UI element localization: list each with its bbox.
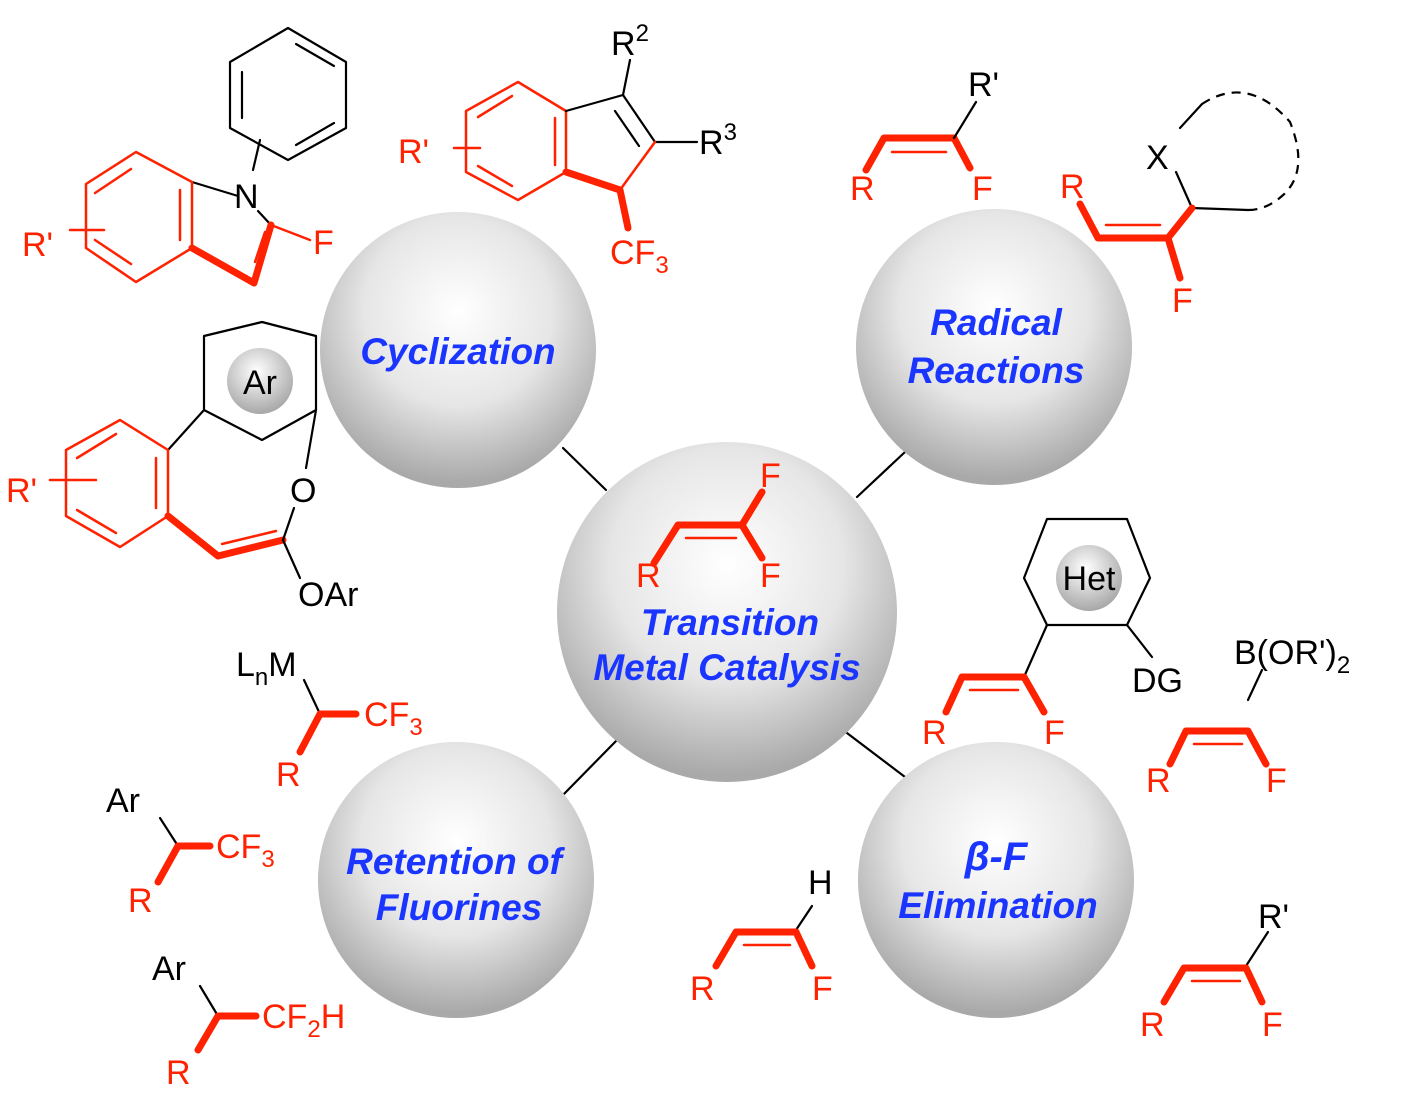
center-f-bottom-label: F [760,557,781,595]
oxepine-rprime-label: R' [6,472,37,510]
boryl-fluoroalkene-structure: B(OR')2 R F [1146,634,1350,800]
aryl-cf2h-cf2h-label: CF2H [262,998,345,1043]
indole-f-label: F [313,224,334,262]
center-title-line1: Transition [641,602,819,643]
radical-label-line2: Reactions [908,350,1085,391]
het-dg-label: DG [1132,662,1183,700]
radical-fluoroalkene-structure: R' R F [850,66,999,208]
center-title-line2: Metal Catalysis [593,647,860,688]
metal-lnm-label: LnM [236,646,297,691]
connector-lines [561,446,907,797]
vinyl-h-fluoroalkene-structure: H R F [690,864,833,1008]
aryl-cf2h-ar-label: Ar [152,950,186,988]
het-r-label: R [922,714,947,752]
het-label: Het [1063,560,1116,598]
indene-r2-label: R2 [611,20,649,63]
aryl-cf2h-r-label: R [166,1054,191,1092]
indene-rprime-label: R' [398,133,429,171]
heteroaryl-fluoroalkene-structure: Het DG R F [922,517,1183,752]
radical-alkene-rprime-label: R' [968,66,999,104]
oxepine-ar-label: Ar [243,364,277,402]
boryl-r-label: R [1146,762,1171,800]
retention-label-line1: Retention of [346,841,565,882]
radical-alkene-f-label: F [972,170,993,208]
center-r-label: R [636,557,661,595]
radical-reactions-sphere [856,209,1132,485]
het-f-label: F [1044,714,1065,752]
beta-label-line2: Elimination [898,885,1097,926]
vinyl-rprime-fluoroalkene-structure: R' R F [1140,898,1289,1044]
beta-elimination-sphere [858,742,1134,1018]
radical-ring-f-label: F [1172,282,1193,320]
aryl-cf3-ar-label: Ar [106,782,140,820]
indene-r3-label: R3 [699,119,737,162]
aryl-cf2h-structure: Ar R CF2H [152,950,345,1092]
radical-cyclic-fluoroalkene-structure: X R F [1060,91,1300,320]
radical-ring-r-label: R [1060,168,1085,206]
retention-label-line2: Fluorines [376,887,543,928]
metal-cf3-label: CF3 [364,696,423,741]
radical-ring-x-label: X [1146,139,1169,177]
boryl-f-label: F [1266,762,1287,800]
oxepine-oar-label: OAr [298,576,358,614]
center-f-top-label: F [760,457,781,495]
fluoroindole-structure: N F R' [22,26,348,287]
dibenzoxepine-structure: Ar O OAr R' [6,320,358,614]
vinyl-rprime-r-label: R [1140,1006,1165,1044]
indole-rprime-label: R' [22,226,53,264]
metal-r-label: R [276,756,301,794]
vinyl-h-f-label: F [812,970,833,1008]
aryl-ring-sphere [227,348,293,414]
vinyl-rprime-f-label: F [1262,1006,1283,1044]
aryl-cf3-structure: Ar R CF3 [106,782,275,920]
vinyl-rprime-label: R' [1258,898,1289,936]
radical-label-line1: Radical [930,302,1062,343]
vinyl-h-r-label: R [690,970,715,1008]
aryl-cf3-cf3-label: CF3 [216,828,275,873]
oxepine-o-label: O [290,472,316,510]
indole-n-label: N [234,178,259,216]
center-difluoroalkene: R F F [636,457,781,595]
vinyl-h-h-label: H [808,864,833,902]
metal-alkyl-cf3-structure: LnM R CF3 [236,646,423,794]
aryl-cf3-r-label: R [128,882,153,920]
cyclization-label: Cyclization [360,331,555,372]
trifluoromethyl-indene-structure: R2 R3 R' CF3 [398,20,737,279]
beta-label-line1: β-F [964,835,1029,879]
cyclization-sphere [320,212,596,488]
center-sphere [557,442,897,782]
het-ring-sphere [1056,545,1122,611]
retention-sphere [318,742,594,1018]
boryl-label: B(OR')2 [1234,634,1350,679]
radical-alkene-r-label: R [850,170,875,208]
indene-cf3-label: CF3 [610,234,669,279]
